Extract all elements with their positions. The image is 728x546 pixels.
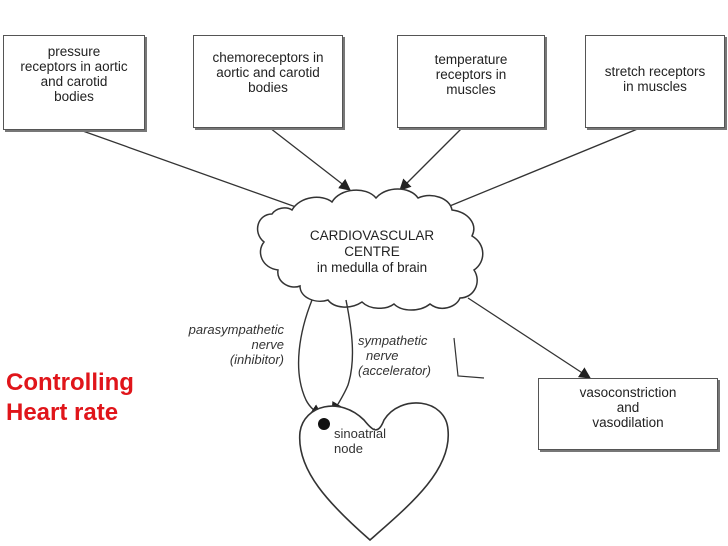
vaso-line-1: vasoconstriction [579,385,677,400]
sym-line-2: nerve [366,348,399,363]
arrow-temp-to-centre [399,127,463,191]
centre-line-1: CARDIOVASCULAR [309,228,435,243]
temperature-line-3: muscles [446,82,496,97]
sa-line-1: sinoatrial [334,426,387,441]
pressure-line-2: receptors in aortic [20,59,128,74]
chemo-line-2: aortic and carotid [216,65,320,80]
parasympathetic-nerve-line [297,299,324,417]
stretch-line-2: in muscles [623,79,687,94]
para-line-1: parasympathetic [188,322,284,337]
centre-line-2: CENTRE [344,244,400,259]
arrow-pressure-to-centre [79,129,312,214]
pressure-receptors-box: pressure receptors in aortic and carotid… [3,35,145,130]
sym-line-1: sympathetic [358,333,428,348]
arrow-centre-to-vaso [467,297,591,379]
title-line-1: Controlling [6,369,134,396]
pressure-line-4: bodies [54,89,94,104]
para-line-3: (inhibitor) [229,352,284,367]
pressure-line-3: and carotid [40,74,108,89]
stretch-receptors-box: stretch receptors in muscles [585,35,725,128]
temperature-receptors-box: temperature receptors in muscles [397,35,545,128]
vaso-line-3: vasodilation [592,415,664,430]
page-title: Controlling Heart rate [6,368,134,428]
centre-line-3: in medulla of brain [316,260,428,275]
cardiovascular-centre-cloud [256,188,484,311]
chemoreceptors-box: chemoreceptors in aortic and carotid bod… [193,35,343,128]
arrow-chemo-to-centre [269,127,351,191]
cardiovascular-centre-label: CARDIOVASCULAR CENTRE in medulla of brai… [282,228,462,276]
vaso-line-2: and [616,400,640,415]
sym-line-3: (accelerator) [358,363,431,378]
heart-shape [298,402,449,542]
sympathetic-nerve-line [331,299,354,416]
arrow-stretch-to-centre [438,127,641,212]
stretch-line-1: stretch receptors [604,64,706,79]
sympathetic-label: sympathetic nerve (accelerator) [358,333,458,378]
temperature-line-1: temperature [434,52,508,67]
pressure-line-1: pressure [47,44,101,59]
sympathetic-bracket [453,337,485,379]
parasympathetic-label: parasympathetic nerve (inhibitor) [160,322,284,367]
temperature-line-2: receptors in [435,67,507,82]
sa-line-2: node [334,441,363,456]
para-line-2: nerve [251,337,284,352]
title-line-2: Heart rate [6,399,119,426]
vasoconstriction-box: vasoconstriction and vasodilation [538,378,718,450]
chemo-line-1: chemoreceptors in [212,50,324,65]
sinoatrial-node-label: sinoatrial node [334,426,386,456]
sinoatrial-node-dot [318,418,330,430]
chemo-line-3: bodies [248,80,288,95]
